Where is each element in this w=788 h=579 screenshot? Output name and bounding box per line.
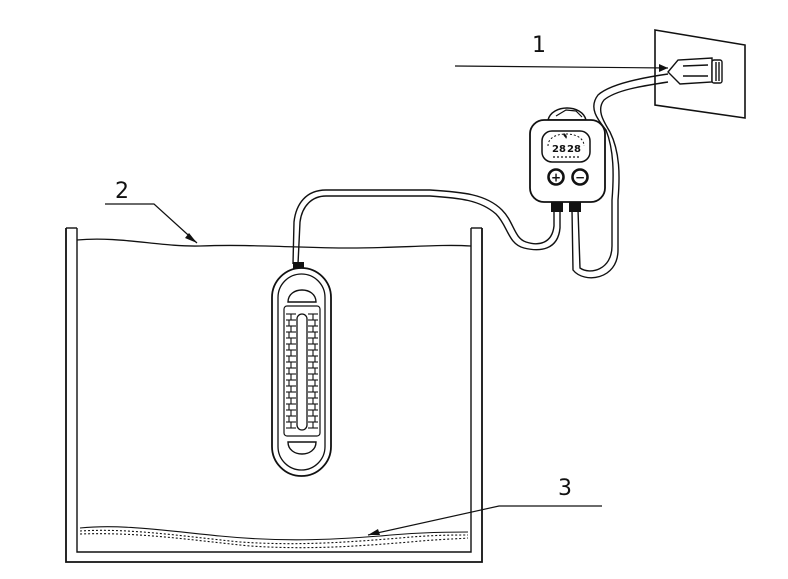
controller-display: 28 28 [541,130,591,163]
plug-icon [667,57,723,85]
wall-outlet-icon [654,29,746,119]
power-cable [571,73,669,279]
leader-line-2 [105,203,198,244]
minus-symbol: − [575,171,585,185]
heater-cable [292,189,561,265]
display-reading-right: 28 [567,144,581,155]
callout-label-1: 1 [532,33,546,58]
plus-button[interactable]: + [547,168,565,186]
temperature-controller-icon: 28 28 + − [529,107,606,212]
substrate-layer [79,526,469,549]
leader-line-1 [454,64,669,72]
leader-line-3 [367,505,602,536]
callout-label-3: 3 [558,476,572,501]
aquarium-tank-icon [65,227,483,563]
submersible-heater-icon [271,262,332,477]
water-surface [76,238,472,249]
display-reading-left: 28 [552,144,566,155]
minus-button[interactable]: − [571,168,589,186]
plus-symbol: + [551,171,561,185]
callout-label-2: 2 [115,179,129,204]
